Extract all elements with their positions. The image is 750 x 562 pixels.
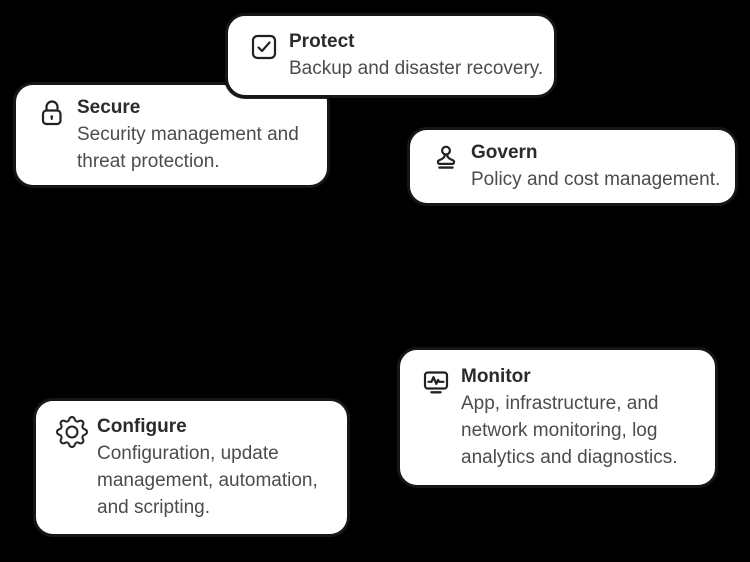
lock-icon: [36, 97, 68, 129]
card-description: Configuration, update management, automa…: [97, 443, 318, 518]
card-secure: Secure Security management and threat pr…: [13, 82, 330, 188]
card-monitor: Monitor App, infrastructure, and network…: [397, 347, 718, 488]
card-title: Govern: [471, 142, 538, 163]
card-description: Backup and disaster recovery.: [289, 58, 544, 79]
checkbox-check-icon: [248, 31, 280, 63]
gear-icon: [56, 416, 88, 448]
card-title: Secure: [77, 97, 141, 118]
stamp-icon: [430, 142, 462, 174]
card-title: Configure: [97, 416, 187, 437]
monitor-pulse-icon: [420, 366, 452, 398]
card-description: Security management and threat protectio…: [77, 124, 299, 172]
card-protect: Protect Backup and disaster recovery.: [225, 13, 557, 98]
card-govern: Govern Policy and cost management.: [407, 127, 738, 206]
card-title: Protect: [289, 31, 355, 52]
card-description: Policy and cost management.: [471, 169, 721, 190]
card-configure: Configure Configuration, update manageme…: [33, 398, 350, 537]
card-title: Monitor: [461, 366, 531, 387]
card-description: App, infrastructure, and network monitor…: [461, 393, 678, 468]
